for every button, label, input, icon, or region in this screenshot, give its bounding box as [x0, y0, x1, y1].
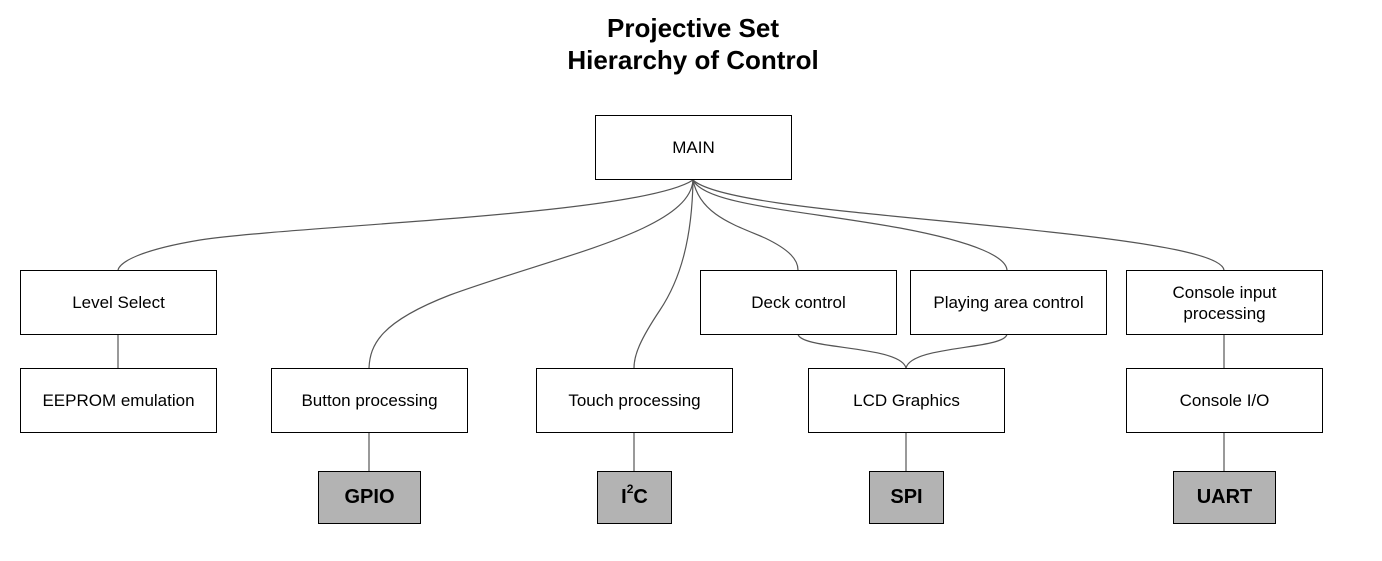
node-touch-processing: Touch processing [536, 368, 733, 433]
node-deck-control-label: Deck control [751, 293, 846, 312]
node-uart-label: UART [1196, 486, 1253, 508]
node-playing-area-control: Playing area control [910, 270, 1107, 335]
node-touch-processing-label: Touch processing [568, 391, 701, 410]
edge-main-playing-area-control [692, 179, 1008, 271]
edge-main-level-select [117, 179, 694, 271]
edge-main-button-processing [368, 179, 694, 369]
diagram-title-line-1: Projective Set [607, 13, 779, 43]
node-lcd-graphics-label: LCD Graphics [853, 391, 960, 410]
node-i2c-label: I2C [621, 483, 648, 508]
node-gpio-label: GPIO [344, 486, 395, 508]
node-playing-area-control-label: Playing area control [933, 293, 1084, 312]
edge-playing-area-lcd [905, 333, 1008, 369]
edge-main-touch-processing [633, 179, 694, 369]
node-level-select-label: Level Select [72, 293, 165, 312]
diagram-title-line-2: Hierarchy of Control [567, 45, 819, 75]
edge-main-deck-control [692, 179, 799, 271]
node-console-input-processing: Console input processing [1126, 270, 1323, 335]
node-button-processing-label: Button processing [301, 391, 438, 410]
node-uart: UART [1173, 471, 1276, 524]
edge-main-console-input [692, 179, 1225, 271]
edge-deck-control-lcd [797, 333, 907, 369]
node-spi: SPI [869, 471, 944, 524]
node-lcd-graphics: LCD Graphics [808, 368, 1005, 433]
i2c-prefix: I [621, 486, 627, 508]
node-level-select: Level Select [20, 270, 217, 335]
node-console-input-processing-label: Console input processing [1172, 282, 1277, 323]
node-eeprom-emulation: EEPROM emulation [20, 368, 217, 433]
node-spi-label: SPI [890, 486, 923, 508]
node-console-io-label: Console I/O [1179, 391, 1270, 410]
node-deck-control: Deck control [700, 270, 897, 335]
node-i2c: I2C [597, 471, 672, 524]
node-console-io: Console I/O [1126, 368, 1323, 433]
i2c-suffix: C [633, 486, 648, 508]
node-gpio: GPIO [318, 471, 421, 524]
node-eeprom-emulation-label: EEPROM emulation [42, 391, 195, 410]
node-main-label: MAIN [672, 138, 715, 157]
node-main: MAIN [595, 115, 792, 180]
node-button-processing: Button processing [271, 368, 468, 433]
i2c-superscript: 2 [626, 482, 634, 497]
